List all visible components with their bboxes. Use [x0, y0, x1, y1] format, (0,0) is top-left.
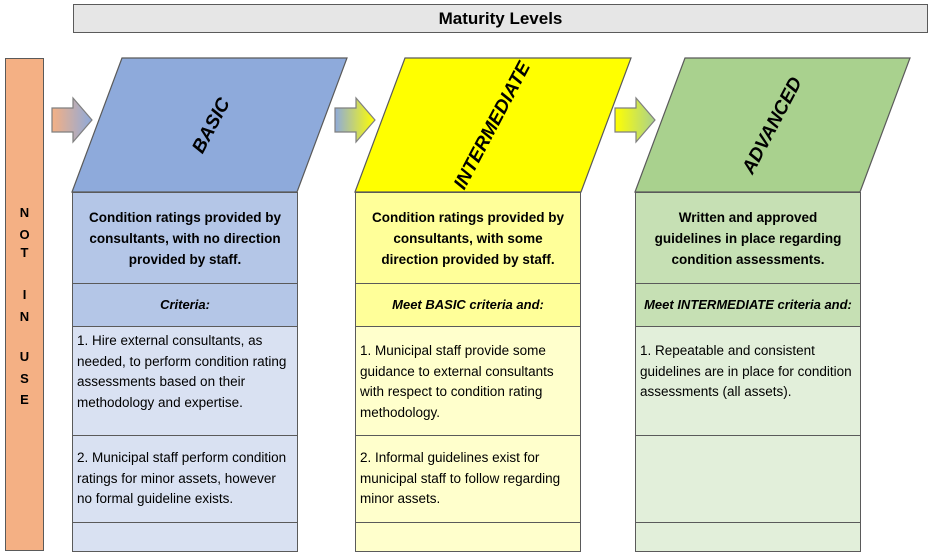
not-in-use-letter: S: [20, 371, 29, 386]
arrow-not-in-use-to-basic: [51, 96, 93, 144]
not-in-use-letter: O: [19, 227, 30, 242]
not-in-use-letter: I: [22, 287, 27, 302]
advanced-criterion-3: [636, 523, 860, 551]
intermediate-criterion-1: 1. Municipal staff provide some guidance…: [356, 327, 580, 436]
not-in-use-letter: T: [20, 245, 29, 260]
intermediate-column: Condition ratings provided by consultant…: [355, 192, 581, 552]
advanced-criterion-2: [636, 436, 860, 523]
not-in-use-letter: N: [19, 309, 30, 324]
arrow-basic-to-intermediate: [334, 96, 376, 144]
basic-column: Condition ratings provided by consultant…: [72, 192, 298, 552]
basic-criterion-3: [73, 523, 297, 551]
intermediate-criteria-heading: Meet BASIC criteria and:: [356, 284, 580, 327]
not-in-use-bar: N O T I N U S E: [5, 58, 44, 551]
intermediate-criterion-3: [356, 523, 580, 551]
arrow-intermediate-to-advanced: [614, 96, 656, 144]
advanced-criteria-heading: Meet INTERMEDIATE criteria and:: [636, 284, 860, 327]
basic-description: Condition ratings provided by consultant…: [73, 193, 297, 284]
maturity-levels-title: Maturity Levels: [73, 4, 928, 33]
advanced-criterion-1: 1. Repeatable and consistent guidelines …: [636, 327, 860, 436]
basic-criterion-2: 2. Municipal staff perform condition rat…: [73, 436, 297, 523]
intermediate-description: Condition ratings provided by consultant…: [356, 193, 580, 284]
not-in-use-letter: N: [19, 205, 30, 220]
basic-criterion-1: 1. Hire external consultants, as needed,…: [73, 327, 297, 436]
intermediate-criterion-2: 2. Informal guidelines exist for municip…: [356, 436, 580, 523]
basic-criteria-heading: Criteria:: [73, 284, 297, 327]
not-in-use-letter: E: [20, 392, 29, 407]
advanced-description: Written and approved guidelines in place…: [636, 193, 860, 284]
not-in-use-letter: U: [19, 349, 30, 364]
advanced-column: Written and approved guidelines in place…: [635, 192, 861, 552]
